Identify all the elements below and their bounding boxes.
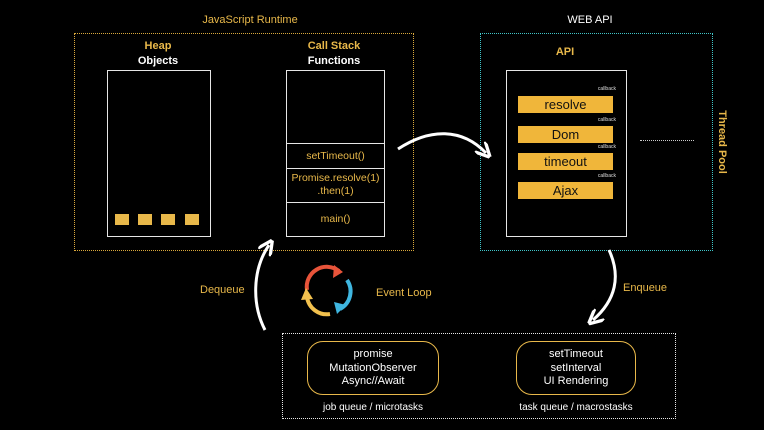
callback-tag: callback [597,144,616,150]
stack-frame: .then(1) [317,185,354,197]
heap-box [107,70,211,237]
api-box: callback resolve callback Dom callback t… [506,70,627,237]
job-queue-caption: job queue / microtasks [322,402,424,413]
queues-container [282,333,676,419]
runtime-title: JavaScript Runtime [202,14,298,26]
arrow-dequeue [254,245,269,331]
task-queue-item: setInterval [550,361,602,374]
api-item-ajax: Ajax [518,182,613,199]
stack-frame: setTimeout() [306,150,365,162]
arrow-enqueue [593,249,617,320]
job-queue-item: MutationObserver [329,361,417,374]
task-queue-item: setTimeout [548,348,603,360]
task-queue-caption: task queue / macrostasks [519,402,633,413]
call-stack-title: Call Stack [307,40,361,52]
api-item-resolve: resolve [518,96,613,113]
heap-object [138,214,152,225]
job-queue-item: promise [353,348,393,360]
callback-tag: callback [597,86,616,92]
stack-frame: Promise.resolve(1) [291,172,380,184]
heap-subtitle: Objects [137,55,179,67]
callback-tag: callback [597,117,616,123]
enqueue-label: Enqueue [623,282,668,294]
api-item-dom: Dom [518,126,613,143]
call-stack-subtitle: Functions [307,55,361,67]
job-queue-item: Async//Await [341,375,405,387]
web-api-title: WEB API [567,14,613,26]
stack-divider [287,168,384,169]
job-queue: promise MutationObserver Async//Await [307,341,439,395]
api-label: API [555,46,575,58]
dequeue-label: Dequeue [200,284,245,296]
event-loop-icon [301,264,353,317]
call-stack-box: setTimeout() Promise.resolve(1) .then(1)… [286,70,385,237]
task-queue: setTimeout setInterval UI Rendering [516,341,636,395]
thread-pool-connector [640,140,694,141]
stack-divider [287,202,384,203]
event-loop-label: Event Loop [376,287,432,299]
callback-tag: callback [597,173,616,179]
stack-frame: main() [320,213,351,225]
heap-object [185,214,199,225]
task-queue-item: UI Rendering [543,375,609,387]
api-item-timeout: timeout [518,153,613,170]
heap-object [115,214,129,225]
arrow-to-web-api [397,132,486,153]
stack-divider [287,143,384,144]
heap-title: Heap [144,40,172,52]
heap-object [161,214,175,225]
